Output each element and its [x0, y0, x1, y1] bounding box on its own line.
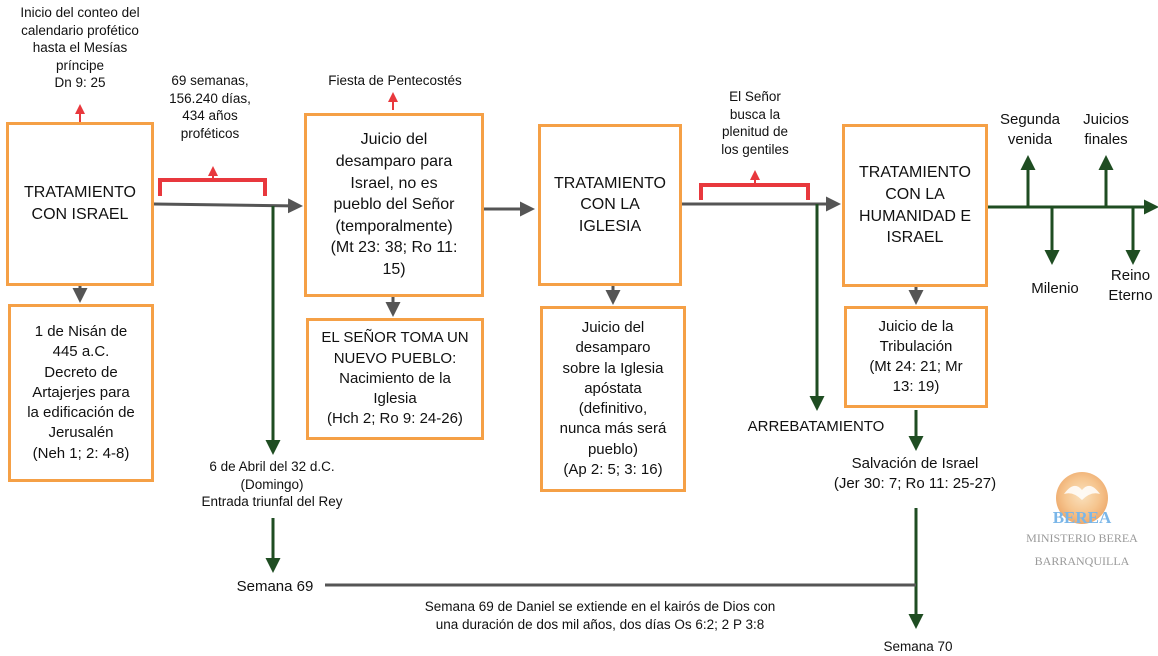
box-church-judgment-text: Juicio del desamparo sobre la Iglesia ap… [559, 319, 667, 478]
box-church-text: TRATAMIENTO CON LA IGLESIA [554, 174, 666, 235]
box-new-people-text: EL SEÑOR TOMA UN NUEVO PUEBLO: Nacimient… [321, 329, 469, 428]
box-new-people: EL SEÑOR TOMA UN NUEVO PUEBLO: Nacimient… [306, 318, 484, 440]
box-decree-text: 1 de Nisán de 445 a.C. Decreto de Artaje… [27, 323, 135, 462]
box-church: TRATAMIENTO CON LA IGLESIA [538, 124, 682, 286]
entry-note: 6 de Abril del 32 d.C. (Domingo) Entrada… [201, 459, 343, 510]
box-tribulation: Juicio de la Tribulación (Mt 24: 21; Mr … [844, 306, 988, 408]
pentecost-label: Fiesta de Pentecostés [328, 73, 462, 88]
top-note: Inicio del conteo del calendario proféti… [20, 5, 140, 91]
box-tribulation-text: Juicio de la Tribulación (Mt 24: 21; Mr … [869, 317, 963, 396]
box-judgment: Juicio del desamparo para Israel, no es … [304, 113, 484, 297]
box-humanity: TRATAMIENTO CON LA HUMANIDAD E ISRAEL [842, 124, 988, 287]
box-israel: TRATAMIENTO CON ISRAEL [6, 122, 154, 286]
logo-line1: MINISTERIO BEREA [1026, 531, 1138, 545]
salvation-note: Salvación de Israel (Jer 30: 7; Ro 11: 2… [833, 455, 997, 492]
logo-word: BEREA [1052, 508, 1112, 527]
box-decree: 1 de Nisán de 445 a.C. Decreto de Artaje… [8, 304, 154, 482]
gentiles-note: El Señor busca la plenitud de los gentil… [721, 89, 789, 157]
weeks-note: 69 semanas, 156.240 días, 434 años profé… [169, 73, 251, 141]
bracket-69-weeks [158, 178, 267, 196]
bracket-gentiles [699, 183, 810, 200]
second-coming-label: Segunda venida [999, 111, 1061, 148]
final-judgments-label: Juicios finales [1083, 111, 1129, 148]
daniel-note: Semana 69 de Daniel se extiende en el ka… [424, 599, 776, 632]
berea-logo: BEREA MINISTERIO BEREA BARRANQUILLA [1022, 470, 1142, 580]
week69-label: Semana 69 [236, 578, 314, 595]
arrow-israel-to-judgment [153, 198, 303, 214]
eternal-kingdom-label: Reino Eterno [1108, 267, 1153, 304]
box-israel-text: TRATAMIENTO CON ISRAEL [24, 184, 136, 223]
box-humanity-text: TRATAMIENTO CON LA HUMANIDAD E ISRAEL [858, 164, 971, 247]
box-church-judgment: Juicio del desamparo sobre la Iglesia ap… [540, 306, 686, 492]
week70-label: Semana 70 [883, 639, 953, 654]
logo-line2: BARRANQUILLA [1034, 554, 1130, 568]
millennium-label: Milenio [1031, 280, 1079, 297]
rapture-label: ARREBATAMIENTO [747, 418, 885, 435]
box-judgment-text: Juicio del desamparo para Israel, no es … [330, 131, 458, 278]
